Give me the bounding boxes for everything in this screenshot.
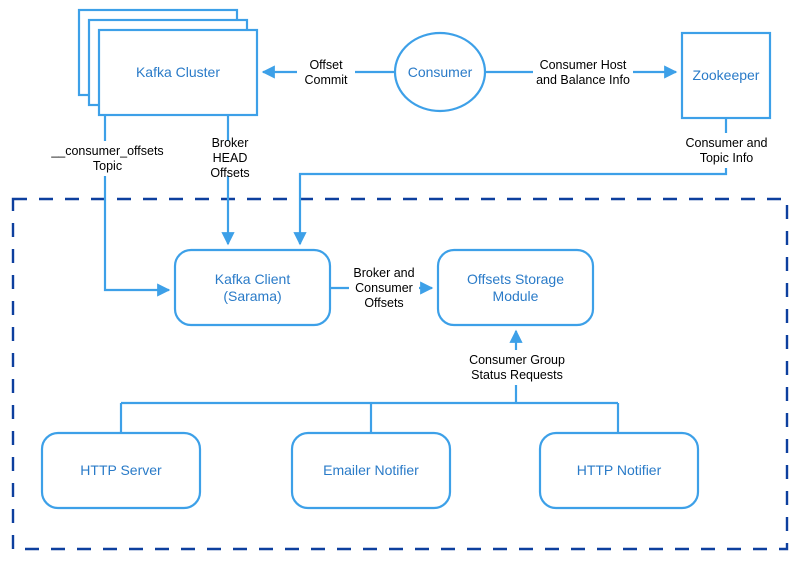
node-consumer[interactable] xyxy=(393,31,487,113)
connector-consumer-and-topic-info xyxy=(293,118,728,246)
node-emailer-notifier[interactable] xyxy=(290,431,452,510)
edge-label-consumer-group-status-requests: Consumer Group Status Requests xyxy=(462,350,572,385)
edge-label-broker-head-offsets: Broker HEAD Offsets xyxy=(191,136,269,180)
node-http-notifier[interactable] xyxy=(538,431,700,510)
node-offsets-storage[interactable] xyxy=(436,248,595,327)
node-zookeeper[interactable] xyxy=(680,31,772,120)
edge-label-offset-commit: Offset Commit xyxy=(297,55,355,90)
node-http-server[interactable] xyxy=(40,431,202,510)
burrow-boundary-dashed-region xyxy=(11,197,789,551)
node-kafka-client[interactable] xyxy=(173,248,332,327)
edge-label-consumer-offsets-topic: __consumer_offsets Topic xyxy=(51,141,164,176)
edge-label-consumer-and-topic-info: Consumer and Topic Info xyxy=(679,133,774,168)
node-kafka-cluster[interactable] xyxy=(77,8,259,117)
edge-label-consumer-host-and-balance-info: Consumer Host and Balance Info xyxy=(533,55,633,90)
edge-label-broker-and-consumer-offsets: Broker and Consumer Offsets xyxy=(349,263,419,313)
